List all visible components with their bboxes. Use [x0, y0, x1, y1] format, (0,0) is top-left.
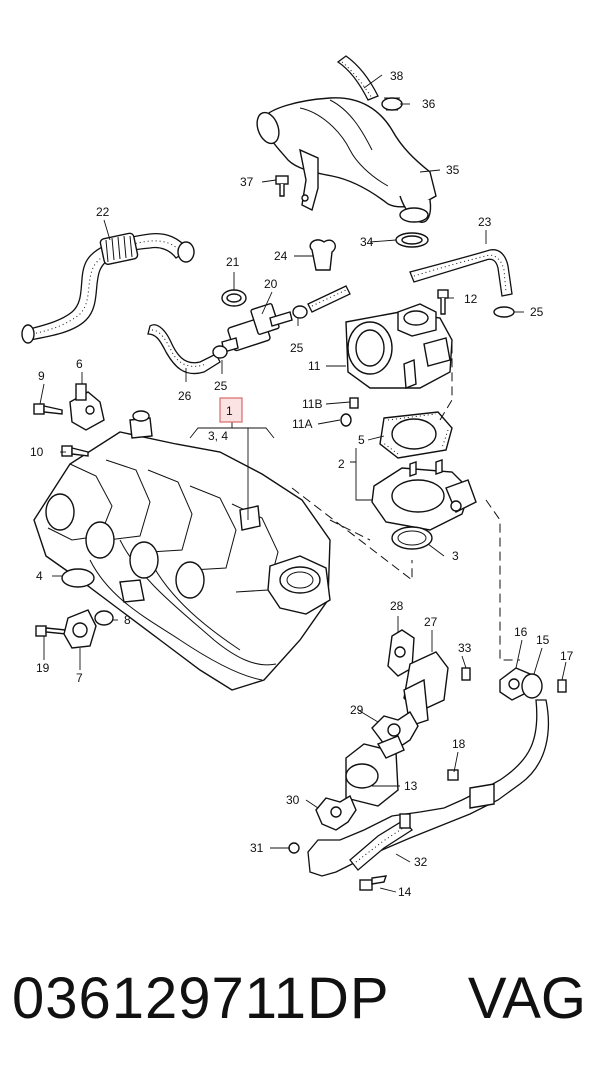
brand-label: VAG	[467, 966, 586, 1031]
hose-small	[307, 285, 351, 313]
screw-11B	[349, 397, 359, 409]
callout-35: 35	[446, 163, 460, 177]
callout-3-4: 3, 4	[208, 429, 228, 443]
callout-10: 10	[30, 445, 44, 459]
callout-37: 37	[240, 175, 254, 189]
callout-26: 26	[178, 389, 192, 403]
callout-16: 16	[514, 625, 528, 639]
bolt-14	[359, 875, 388, 891]
hose-38	[336, 55, 379, 101]
callout-24: 24	[274, 249, 288, 263]
callout-33: 33	[458, 641, 472, 655]
callout-27: 27	[424, 615, 438, 629]
clip-21	[221, 289, 247, 307]
callout-11B: 11B	[302, 397, 322, 411]
bolt-33	[461, 667, 471, 681]
clamp-34	[395, 232, 429, 248]
callout-1: 1	[226, 404, 233, 418]
callout-23: 23	[478, 215, 492, 229]
seal-8	[94, 610, 114, 626]
part-number: 036129711DP	[12, 966, 390, 1031]
callout-19: 19	[36, 661, 50, 675]
hose-23	[409, 249, 513, 297]
callout-18: 18	[452, 737, 466, 751]
nut-31	[288, 842, 300, 854]
bolt-17	[557, 679, 567, 693]
bracket-6	[69, 383, 105, 431]
egr-valve-13	[345, 735, 405, 807]
callout-2: 2	[338, 457, 345, 471]
callout-36: 36	[422, 97, 436, 111]
bolt-12	[437, 289, 449, 315]
flange-15	[521, 673, 543, 699]
callout-25-left: 25	[214, 379, 228, 393]
highlight-box	[219, 397, 243, 423]
bolt-10	[61, 445, 89, 457]
clip-24	[309, 239, 336, 271]
gasket-3	[391, 526, 433, 550]
callout-7: 7	[76, 671, 83, 685]
sensor-7	[63, 609, 97, 649]
callout-9: 9	[38, 369, 45, 383]
bolt-18	[447, 769, 459, 781]
clip-36	[381, 97, 403, 111]
bolt-19	[35, 625, 67, 637]
callout-25-mid: 25	[290, 341, 304, 355]
callout-11A: 11A	[292, 417, 312, 431]
gear-30	[315, 794, 357, 831]
callout-12: 12	[464, 292, 478, 306]
callout-21: 21	[226, 255, 240, 269]
intake-pipe-35	[256, 97, 437, 223]
callout-15: 15	[536, 633, 550, 647]
callout-25-right: 25	[530, 305, 544, 319]
hose-26	[147, 324, 221, 375]
callout-13: 13	[404, 779, 418, 793]
bolt-37	[275, 175, 289, 197]
callout-28: 28	[390, 599, 404, 613]
callout-31: 31	[250, 841, 264, 855]
flange-2	[371, 459, 477, 531]
callout-30: 30	[286, 793, 300, 807]
gasket-5	[379, 411, 453, 459]
callout-32: 32	[414, 855, 428, 869]
callout-4: 4	[36, 569, 43, 583]
callout-38: 38	[390, 69, 404, 83]
egr-pipe	[307, 699, 549, 877]
callout-17: 17	[560, 649, 574, 663]
callout-8: 8	[124, 613, 131, 627]
callout-6: 6	[76, 357, 83, 371]
callout-22: 22	[96, 205, 110, 219]
callout-labels: 38 36 35 37 22 23 21 34 24 20 12 25 25 2…	[30, 69, 574, 899]
bolt-9	[33, 403, 63, 415]
callout-3: 3	[452, 549, 459, 563]
callout-14: 14	[398, 885, 412, 899]
callout-29: 29	[350, 703, 364, 717]
intake-manifold-1	[33, 410, 331, 691]
callout-20: 20	[264, 277, 278, 291]
callout-34: 34	[360, 235, 374, 249]
callout-11: 11	[308, 359, 321, 373]
valve-20	[221, 303, 293, 353]
hose-32	[349, 813, 413, 871]
parts-diagram: 38 36 35 37 22 23 21 34 24 20 12 25 25 2…	[21, 55, 574, 899]
oring-4	[61, 568, 95, 588]
washer-11A	[340, 413, 352, 427]
throttle-body-11	[345, 303, 453, 390]
callout-5: 5	[358, 433, 365, 447]
